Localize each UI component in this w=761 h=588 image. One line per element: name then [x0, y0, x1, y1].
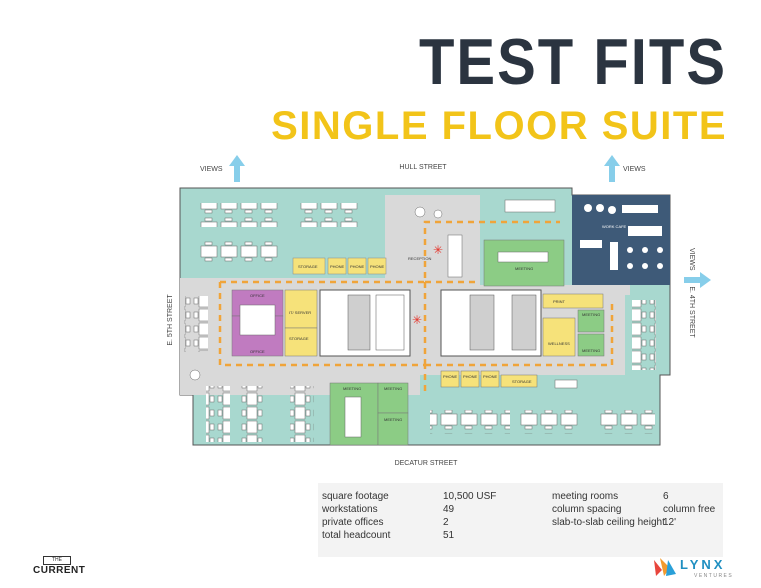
current-logo: THE CURRENT [33, 556, 85, 576]
storage-room-south [500, 374, 538, 388]
stat-label: meeting rooms [552, 491, 619, 502]
svg-text:STORAGE: STORAGE [289, 336, 309, 341]
entry-mark: ✳ [433, 243, 443, 257]
street-label-west: E. 5TH STREET [167, 294, 174, 346]
svg-text:MEETING: MEETING [384, 417, 402, 422]
phone-room [327, 257, 347, 275]
meeting-room-small [577, 309, 605, 333]
svg-text:MEETING: MEETING [343, 386, 361, 391]
stat-label: total headcount [322, 530, 391, 541]
stat-value: 12' [663, 517, 677, 528]
stat-value: 51 [443, 530, 455, 541]
views-label: VIEWS [623, 166, 646, 173]
arrow-right-icon [684, 272, 711, 288]
reception-label: RECEPTION [408, 256, 431, 261]
page-title: TEST FITS [419, 25, 727, 99]
svg-text:PHONE: PHONE [463, 374, 478, 379]
svg-text:PHONE: PHONE [370, 264, 385, 269]
phone-room [480, 370, 500, 388]
meeting-room-top [483, 239, 565, 287]
stat-label: workstations [322, 504, 378, 515]
svg-text:PRINT: PRINT [553, 299, 566, 304]
stat-value: 2 [443, 517, 449, 528]
workstations-s-2 [520, 410, 580, 434]
stat-label: private offices [322, 517, 384, 528]
arrow-up-icon [229, 155, 245, 182]
meeting-room-small [577, 333, 605, 357]
phone-room [367, 257, 387, 275]
svg-text:WELLNESS: WELLNESS [548, 341, 570, 346]
stat-label: slab-to-slab ceiling height [552, 517, 665, 528]
workstations-nw-3 [200, 240, 280, 264]
lynx-logo-text: LYNX [680, 557, 726, 572]
lynx-logo: LYNX VENTURES [652, 556, 732, 582]
svg-text:MEETING: MEETING [384, 386, 402, 391]
views-label: VIEWS [200, 166, 223, 173]
current-logo-text: CURRENT [33, 565, 86, 576]
it-server-room [284, 289, 318, 329]
stat-value: column free [663, 504, 716, 515]
work-cafe-label: WORK CAFE [602, 224, 627, 229]
meeting-room-small [377, 382, 409, 414]
svg-text:PHONE: PHONE [443, 374, 458, 379]
reception-desk [447, 234, 463, 278]
workstations-nw-2 [298, 203, 358, 227]
svg-text:STORAGE: STORAGE [512, 379, 532, 384]
workstations-sw-3 [290, 386, 314, 442]
svg-text:IT/ SERVER: IT/ SERVER [289, 310, 311, 315]
workstations-e [632, 300, 656, 370]
stat-label: square footage [322, 491, 389, 502]
workstations-nw-1 [200, 203, 280, 227]
svg-text:MEETING: MEETING [582, 312, 600, 317]
street-label-north: HULL STREET [399, 164, 447, 171]
stat-label: column spacing [552, 504, 622, 515]
svg-text:OFFICE: OFFICE [250, 349, 265, 354]
wellness-room [542, 317, 576, 357]
workstations-sw-1 [206, 386, 230, 442]
arrow-up-icon [604, 155, 620, 182]
stat-value: 49 [443, 504, 455, 515]
lynx-logo-subtext: VENTURES [694, 573, 734, 579]
svg-text:PHONE: PHONE [330, 264, 345, 269]
svg-text:PHONE: PHONE [483, 374, 498, 379]
stat-value: 10,500 USF [443, 491, 497, 502]
phone-room [460, 370, 480, 388]
phone-room [347, 257, 367, 275]
svg-text:MEETING: MEETING [515, 266, 533, 271]
entry-mark: ✳ [412, 313, 422, 327]
floor-plan: WORK CAFE STORAGE PHONE PHONE PHONE RECE… [167, 155, 711, 467]
workstations-sw-2 [240, 386, 264, 442]
svg-text:MEETING: MEETING [582, 348, 600, 353]
stats-panel: square footage 10,500 USF workstations 4… [318, 483, 723, 557]
lounge-bench [504, 199, 556, 213]
circulation-path [218, 220, 614, 395]
svg-text:OFFICE: OFFICE [250, 293, 265, 298]
svg-text:STORAGE: STORAGE [298, 264, 318, 269]
svg-text:PHONE: PHONE [350, 264, 365, 269]
page-subtitle: SINGLE FLOOR SUITE [271, 104, 727, 148]
workstations-s-1 [430, 410, 510, 434]
phone-room [440, 370, 460, 388]
workstations-s-3 [600, 410, 655, 434]
print-area [542, 293, 604, 309]
stat-value: 6 [663, 491, 669, 502]
workstations-w [184, 296, 208, 352]
storage-room-top [292, 257, 326, 275]
street-label-south: DECATUR STREET [395, 460, 459, 467]
meeting-room-small [377, 412, 409, 446]
lynx-mark-icon [654, 558, 676, 576]
street-label-east: E. 4TH STREET [688, 286, 695, 338]
storage-room-west [284, 327, 318, 357]
current-logo-the: THE [43, 556, 71, 565]
views-label: VIEWS [688, 248, 695, 271]
